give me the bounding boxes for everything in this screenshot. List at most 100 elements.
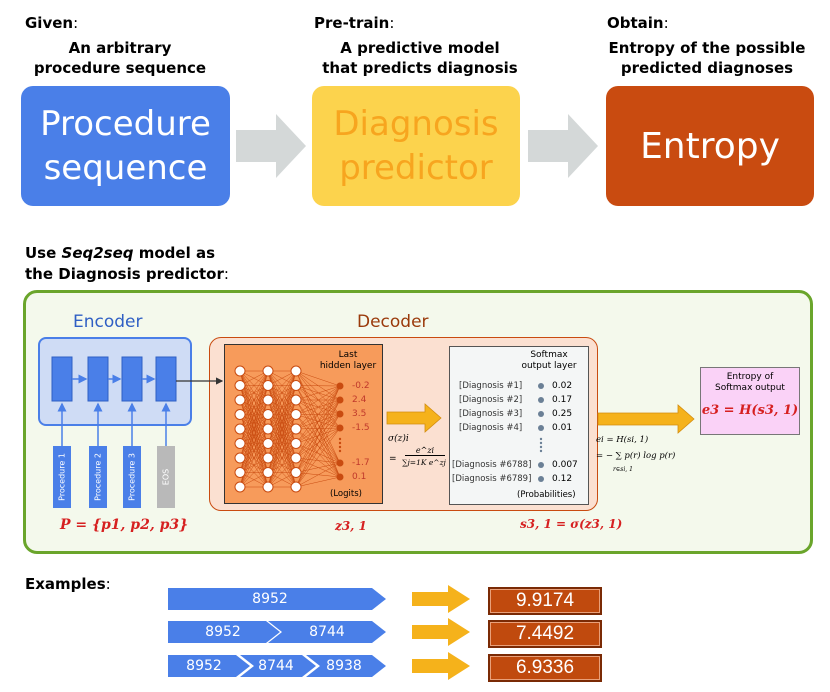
prob-6789: 0.12 bbox=[552, 474, 573, 484]
gold-arrow-softmax bbox=[386, 403, 442, 433]
entropy-eq-1: ei = H(si, 1) bbox=[596, 435, 649, 445]
p-formula: P = {p1, p2, p3} bbox=[60, 517, 189, 533]
procedure-sequence-box: Procedure sequence bbox=[21, 86, 230, 206]
input-2: Procedure 2 bbox=[93, 453, 103, 501]
input-1: Procedure 1 bbox=[57, 453, 67, 501]
neuron-0-8 bbox=[234, 481, 246, 493]
logit-1: -0.2 bbox=[352, 381, 370, 391]
gray-arrow-1 bbox=[236, 114, 306, 178]
neuron-2-4 bbox=[290, 423, 302, 435]
diagnosis-6789: [Diagnosis #6789] bbox=[452, 474, 532, 484]
ellipsis-dot bbox=[338, 441, 342, 445]
example-2-entropy: 7.4492 bbox=[488, 620, 602, 648]
neuron-1-1 bbox=[262, 380, 274, 391]
softmax-dots bbox=[538, 383, 544, 482]
example-arrows bbox=[168, 585, 470, 680]
example-3-code-1: 8952 bbox=[186, 658, 222, 674]
neuron-1-4 bbox=[262, 423, 274, 435]
neuron-0-4 bbox=[234, 423, 246, 435]
s-label: s3, 1 = σ(z3, 1) bbox=[520, 517, 623, 531]
top-arrows bbox=[236, 114, 598, 178]
neuron-1-0 bbox=[262, 365, 274, 377]
encoder-cells bbox=[51, 356, 224, 446]
logit-5: -1.7 bbox=[352, 458, 370, 468]
input-3: Procedure 3 bbox=[127, 453, 137, 501]
examples-header: Examples: bbox=[25, 575, 111, 593]
example-2-code-2: 8744 bbox=[309, 624, 345, 640]
neuron-1-6 bbox=[262, 452, 274, 464]
example-1-code-1: 8952 bbox=[252, 591, 288, 607]
logit-2: 2.4 bbox=[352, 395, 367, 405]
encoder-cell-1 bbox=[51, 356, 73, 402]
given-header: Given: bbox=[25, 14, 79, 32]
example-gold-3 bbox=[412, 652, 470, 680]
prob-6788: 0.007 bbox=[552, 460, 578, 470]
input-bar-1 bbox=[53, 446, 71, 508]
input-bar-eos bbox=[157, 446, 175, 508]
prob-2: 0.17 bbox=[552, 395, 573, 405]
example-1-entropy: 9.9174 bbox=[488, 587, 602, 615]
ellipsis-dot bbox=[338, 437, 342, 441]
neuron-2-8 bbox=[290, 481, 302, 493]
example-3-code-2: 8744 bbox=[258, 658, 294, 674]
neuron-1-5 bbox=[262, 438, 274, 449]
gray-arrow-2 bbox=[528, 114, 598, 178]
entropy-output-formula: e3 = H(s3, 1) bbox=[701, 403, 799, 418]
neuron-2-1 bbox=[290, 380, 302, 391]
z-label: z3, 1 bbox=[335, 519, 367, 533]
softmax-formula-lhs: σ(z)i bbox=[388, 434, 409, 444]
example-3-code-3: 8938 bbox=[326, 658, 362, 674]
softmax-formula-num: e^zi bbox=[405, 446, 445, 456]
entropy-box: Entropy bbox=[606, 86, 814, 206]
obtain-text: Entropy of the possible predicted diagno… bbox=[608, 39, 806, 77]
input-eos: EOS bbox=[161, 468, 171, 486]
hidden-layer-title: Last hidden layer bbox=[319, 350, 377, 371]
output-node-1 bbox=[336, 396, 344, 404]
prob-1: 0.02 bbox=[552, 381, 573, 391]
pretrain-header: Pre-train: bbox=[314, 14, 395, 32]
softmax-box bbox=[449, 346, 589, 505]
softmax-title: Softmax output layer bbox=[521, 350, 577, 371]
neuron-1-3 bbox=[262, 409, 274, 420]
diagnosis-6788: [Diagnosis #6788] bbox=[452, 460, 532, 470]
gold-arrow-entropy bbox=[597, 404, 695, 434]
prob-4: 0.01 bbox=[552, 423, 573, 433]
neuron-0-7 bbox=[234, 467, 246, 478]
neuron-0-6 bbox=[234, 452, 246, 464]
encoder-title: Encoder bbox=[73, 312, 143, 332]
logit-6: 0.1 bbox=[352, 472, 367, 482]
logit-3: 3.5 bbox=[352, 409, 367, 419]
entropy-eq-2-sub: r∈si, 1 bbox=[613, 466, 633, 473]
neural-network bbox=[234, 365, 344, 493]
neuron-2-7 bbox=[290, 467, 302, 478]
obtain-header: Obtain: bbox=[607, 14, 669, 32]
encoder-cell-4 bbox=[155, 356, 177, 402]
example-2-code-1: 8952 bbox=[205, 624, 241, 640]
logits-caption: (Logits) bbox=[330, 489, 362, 499]
pretrain-text: A predictive model that predicts diagnos… bbox=[322, 39, 518, 77]
input-bar-2 bbox=[89, 446, 107, 508]
neuron-0-5 bbox=[234, 438, 246, 449]
neuron-0-1 bbox=[234, 380, 246, 391]
neuron-2-5 bbox=[290, 438, 302, 449]
seq2seq-header: Use Seq2seq model as bbox=[25, 244, 215, 262]
seq2seq-header-2: the Diagnosis predictor: bbox=[25, 265, 229, 283]
neuron-0-0 bbox=[234, 365, 246, 377]
entropy-output-title: Entropy of Softmax output bbox=[715, 372, 785, 393]
output-node-0 bbox=[336, 382, 344, 390]
neuron-0-2 bbox=[234, 394, 246, 406]
softmax-formula-eq: = bbox=[389, 454, 397, 464]
probs-caption: (Probabilities) bbox=[517, 490, 576, 500]
entropy-output-box bbox=[700, 367, 800, 435]
neuron-2-2 bbox=[290, 394, 302, 406]
neuron-2-3 bbox=[290, 409, 302, 420]
logit-4: -1.5 bbox=[352, 423, 370, 433]
decoder-title: Decoder bbox=[357, 312, 429, 332]
encoder-cell-3 bbox=[121, 356, 143, 402]
output-node-2 bbox=[336, 410, 344, 418]
entropy-eq-2: = − ∑ p(r) log p(r) bbox=[596, 451, 676, 461]
example-gold-2 bbox=[412, 618, 470, 646]
prob-3: 0.25 bbox=[552, 409, 573, 419]
output-node-4 bbox=[336, 459, 344, 467]
